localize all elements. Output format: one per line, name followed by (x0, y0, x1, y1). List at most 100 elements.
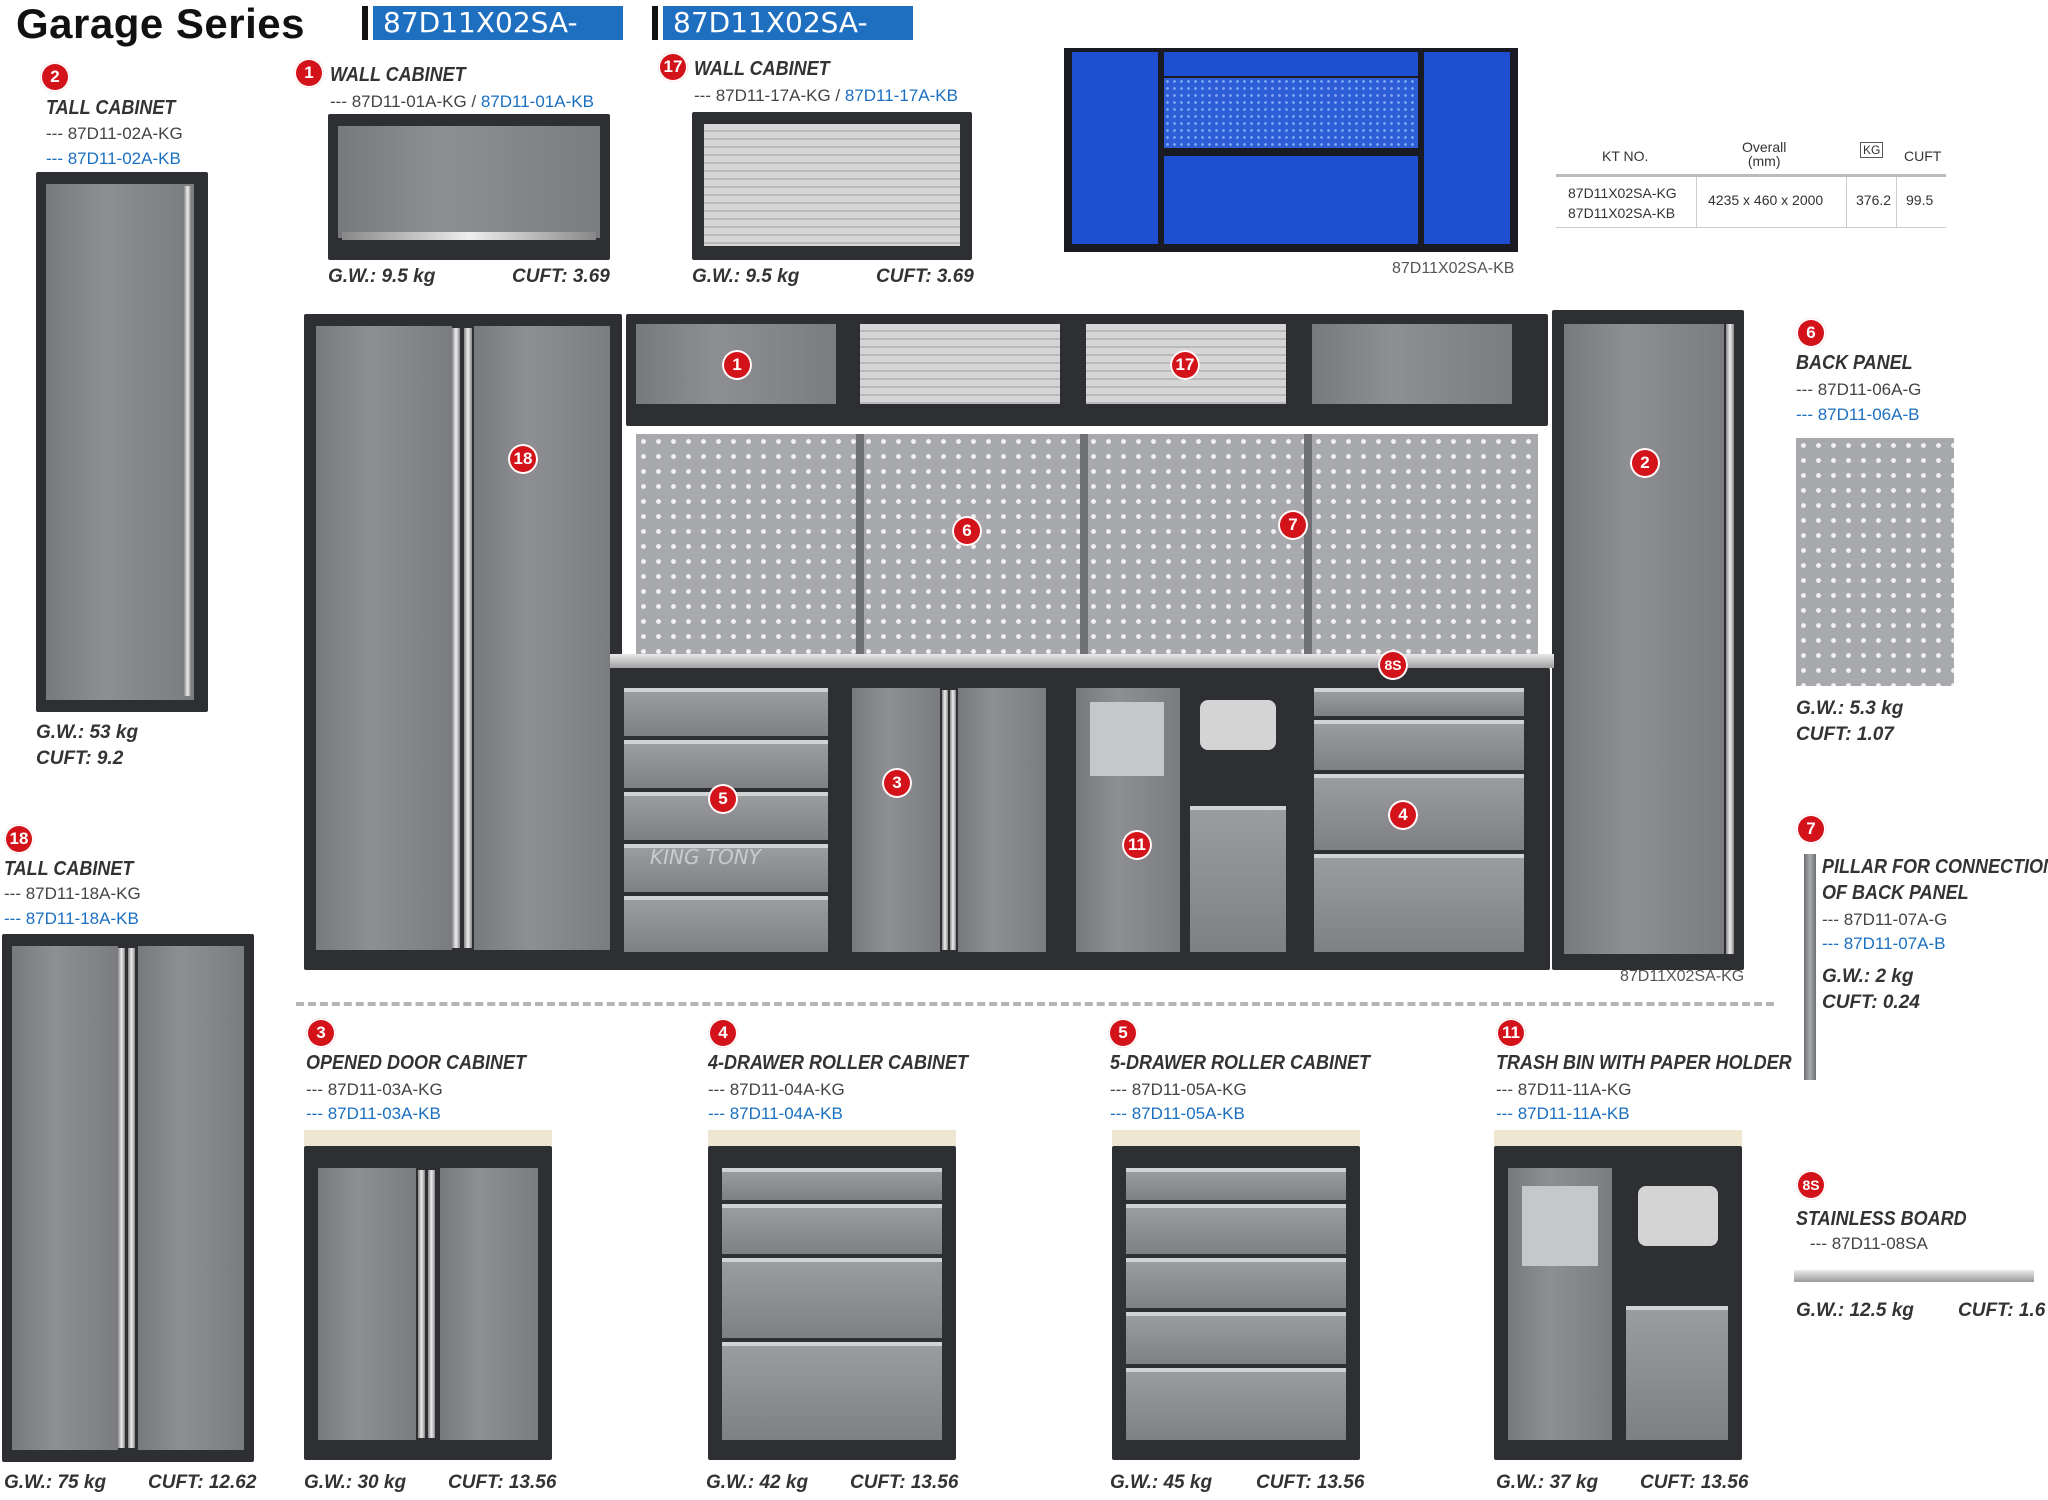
5-drawer-cabinet-image (1112, 1130, 1360, 1460)
product-code-kg: --- 87D11-11A-KG (1496, 1080, 1632, 1099)
roller-wall-cabinet-image (692, 112, 972, 260)
marker-badge: 7 (1278, 510, 1308, 540)
product-title: TALL CABINET (46, 97, 176, 119)
item-number-badge: 5 (1108, 1018, 1138, 1048)
product-title: STAINLESS BOARD (1796, 1208, 1967, 1230)
cuft: CUFT: 13.56 (448, 1472, 557, 1493)
table-header: KT NO. (1602, 148, 1649, 164)
wall-cabinet-image (328, 114, 610, 260)
marker-badge: 2 (1630, 448, 1660, 478)
cuft: CUFT: 3.69 (512, 266, 610, 287)
product-code-kb: --- 87D11-06A-B (1796, 405, 1920, 424)
product-title: WALL CABINET (330, 64, 466, 86)
item-number-badge: 3 (306, 1018, 336, 1048)
product-code-kg: --- 87D11-03A-KG (306, 1080, 443, 1099)
product-code-kg: --- 87D11-06A-G (1796, 380, 1922, 399)
gross-weight: G.W.: 37 kg (1496, 1472, 1599, 1493)
product-code-kb: --- 87D11-02A-KB (46, 149, 181, 168)
product-code-kb: --- 87D11-07A-B (1822, 934, 1946, 953)
main-set-image: KING TONY 1 17 18 6 7 2 8S 5 3 11 4 (304, 310, 1750, 972)
gross-weight: G.W.: 2 kg (1822, 966, 1914, 987)
main-caption: 87D11X02SA-KG (1620, 968, 1745, 985)
4-drawer-cabinet-image (708, 1130, 956, 1460)
product-code-kg: --- 87D11-04A-KG (708, 1080, 845, 1099)
cuft: CUFT: 3.69 (876, 266, 974, 287)
product-title: WALL CABINET (694, 58, 830, 80)
item-number-badge: 7 (1796, 814, 1826, 844)
product-title: 5-DRAWER ROLLER CABINET (1110, 1052, 1371, 1074)
product-code: --- 87D11-01A-KG / 87D11-01A-KB (330, 92, 594, 111)
product-title: TALL CABINET (4, 858, 134, 880)
item-number-badge: 18 (4, 824, 34, 854)
cuft: CUFT: 1.6 (1958, 1300, 2046, 1321)
gross-weight: G.W.: 53 kg (36, 722, 139, 743)
marker-badge: 1 (722, 350, 752, 380)
product-code-kg: --- 87D11-18A-KG (4, 884, 141, 903)
product-title: TRASH BIN WITH PAPER HOLDER (1496, 1052, 1792, 1074)
cuft: CUFT: 12.62 (148, 1472, 257, 1493)
tall-cabinet-image (36, 172, 208, 712)
marker-badge: 5 (708, 784, 738, 814)
gross-weight: G.W.: 30 kg (304, 1472, 407, 1493)
marker-badge: 11 (1122, 830, 1152, 860)
product-title: OF BACK PANEL (1822, 882, 1969, 904)
tag-divider (652, 6, 658, 40)
item-number-badge: 2 (40, 62, 70, 92)
item-number-badge: 6 (1796, 318, 1826, 348)
tag-kb: 87D11X02SA-KB (663, 6, 913, 73)
separator (296, 1002, 1774, 1006)
item-number-badge: 11 (1496, 1018, 1526, 1048)
cuft: CUFT: 1.07 (1796, 724, 1894, 745)
product-code: --- 87D11-08SA (1810, 1234, 1928, 1253)
cuft: CUFT: 13.56 (850, 1472, 959, 1493)
gross-weight: G.W.: 5.3 kg (1796, 698, 1904, 719)
product-code-kb: --- 87D11-18A-KB (4, 909, 139, 928)
cuft: CUFT: 0.24 (1822, 992, 1920, 1013)
gross-weight: G.W.: 9.5 kg (328, 266, 436, 287)
back-panel-image (1796, 438, 1954, 686)
item-number-badge: 17 (658, 52, 688, 82)
brand-logo: KING TONY (650, 845, 761, 869)
gross-weight: G.W.: 75 kg (4, 1472, 107, 1493)
tag-divider (362, 6, 368, 40)
tag-kg: 87D11X02SA-KG (373, 6, 623, 73)
stainless-board-image (1794, 1270, 2034, 1282)
marker-badge: 8S (1378, 650, 1408, 680)
trash-bin-cabinet-image (1494, 1130, 1742, 1460)
marker-badge: 3 (882, 768, 912, 798)
product-code-kb: --- 87D11-11A-KB (1496, 1104, 1630, 1123)
blue-set-preview-image (1064, 48, 1518, 252)
marker-badge: 4 (1388, 800, 1418, 830)
table-header: CUFT (1904, 148, 1942, 164)
page-title: Garage Series (16, 0, 306, 47)
opened-door-cabinet-image (304, 1130, 552, 1460)
product-code-kg: --- 87D11-05A-KG (1110, 1080, 1247, 1099)
product-code-kg: --- 87D11-02A-KG (46, 124, 183, 143)
item-number-badge: 8S (1796, 1170, 1826, 1200)
cuft: CUFT: 9.2 (36, 748, 124, 769)
gross-weight: G.W.: 12.5 kg (1796, 1300, 1914, 1321)
preview-caption: 87D11X02SA-KB (1392, 260, 1515, 277)
tall-cabinet-image (2, 934, 254, 1462)
marker-badge: 6 (952, 516, 982, 546)
gross-weight: G.W.: 42 kg (706, 1472, 809, 1493)
cuft: CUFT: 13.56 (1256, 1472, 1365, 1493)
product-title: BACK PANEL (1796, 352, 1913, 374)
spec-table: KT NO. Overall (mm) KG CUFT 87D11X02SA-K… (1556, 140, 1946, 228)
pillar-image (1804, 854, 1816, 1080)
marker-badge: 18 (508, 444, 538, 474)
gross-weight: G.W.: 9.5 kg (692, 266, 800, 287)
product-code-kb: --- 87D11-03A-KB (306, 1104, 441, 1123)
item-number-badge: 4 (708, 1018, 738, 1048)
product-title: 4-DRAWER ROLLER CABINET (708, 1052, 969, 1074)
gross-weight: G.W.: 45 kg (1110, 1472, 1213, 1493)
table-header: Overall (mm) (1742, 139, 1787, 169)
item-number-badge: 1 (294, 58, 324, 88)
cuft: CUFT: 13.56 (1640, 1472, 1749, 1493)
product-title: PILLAR FOR CONNECTION (1822, 856, 2048, 878)
product-code-kb: --- 87D11-05A-KB (1110, 1104, 1245, 1123)
marker-badge: 17 (1170, 350, 1200, 380)
product-code-kb: --- 87D11-04A-KB (708, 1104, 843, 1123)
product-code-kg: --- 87D11-07A-G (1822, 910, 1948, 929)
product-code: --- 87D11-17A-KG / 87D11-17A-KB (694, 86, 958, 105)
